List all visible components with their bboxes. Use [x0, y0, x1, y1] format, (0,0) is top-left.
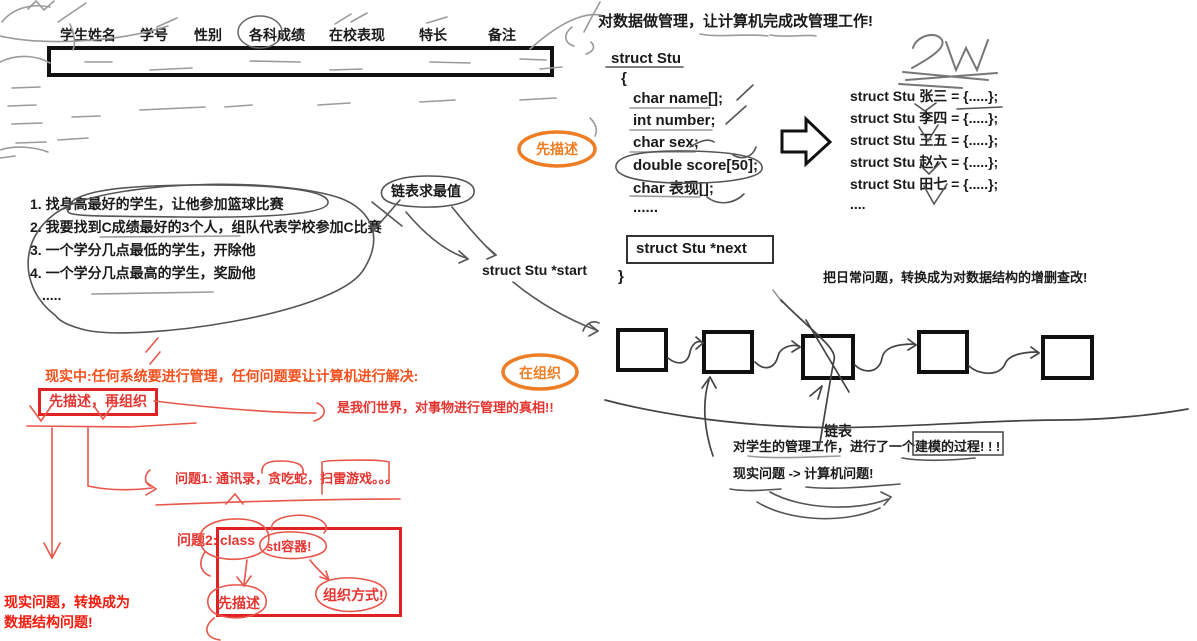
stage-label-describe: 先描述	[536, 141, 578, 157]
problem-item: 1. 找身高最好的学生，让他参加篮球比赛	[30, 196, 284, 212]
table-header-name: 学生姓名	[60, 27, 116, 43]
principle-box: 先描述，再组织	[38, 388, 158, 416]
struct-field-sex: char sex;	[633, 134, 699, 151]
truth-note: 是我们世界，对事物进行管理的真相!!	[337, 400, 554, 415]
modeling-note-1: 对学生的管理工作，进行了一个建模的过程! ! !	[733, 439, 1001, 454]
orange-stage-ellipses	[501, 130, 597, 391]
table-row-rect	[47, 46, 554, 77]
struct-field-ellipsis: ......	[633, 199, 659, 216]
reality-note: 现实中:任何系统要进行管理，任何问题要让计算机进行解决:	[45, 368, 419, 384]
bottom-red-note-2: 数据结构问题!	[4, 614, 93, 630]
struct-next-pointer: struct Stu *next	[636, 240, 747, 257]
question2-describe: 先描述	[218, 595, 260, 611]
linked-list-node	[1041, 335, 1094, 380]
top-note: 对数据做管理，让计算机完成改管理工作!	[598, 13, 873, 30]
start-to-node-curve	[512, 281, 597, 331]
struct-open-brace: {	[621, 70, 627, 87]
stage-label-organize: 在组织	[519, 365, 561, 381]
problem-item: 4. 一个学分几点最高的学生，奖励他	[30, 265, 256, 281]
linked-list-node	[917, 330, 969, 374]
question2-stl: stl容器!	[266, 539, 312, 554]
struct-heading: struct Stu	[611, 50, 682, 67]
struct-field-conduct: char 表现[];	[633, 180, 714, 197]
problem-item: 3. 一个学分几点最低的学生，开除他	[30, 242, 256, 258]
linked-list-node	[801, 334, 855, 380]
start-pointer-label: struct Stu *start	[482, 262, 588, 278]
principle-text: 先描述，再组织	[49, 393, 147, 409]
instance-line: struct Stu 赵六 = {.....};	[850, 154, 999, 170]
linked-list-connectors	[604, 299, 1189, 457]
table-header-remark: 备注	[488, 27, 516, 43]
instance-line: struct Stu 张三 = {.....};	[850, 88, 999, 104]
linked-list-node	[702, 330, 754, 374]
struct-field-number: int number;	[633, 112, 716, 129]
instance-more: ....	[850, 196, 866, 212]
problem-more: .....	[42, 287, 62, 303]
instance-line: struct Stu 李四 = {.....};	[850, 110, 999, 126]
struct-close-brace: }	[618, 268, 624, 285]
linked-list-label: 链表	[824, 423, 852, 439]
crud-note: 把日常问题，转换成为对数据结构的增删查改!	[823, 270, 1088, 285]
struct-field-score: double score[50];	[633, 157, 759, 174]
question2-organize: 组织方式!	[323, 587, 384, 603]
linked-list-nodes	[616, 328, 1094, 380]
linked-list-node	[616, 328, 668, 372]
table-header-talent: 特长	[419, 27, 447, 43]
list-max-label: 链表求最值	[391, 183, 461, 199]
question2-label: 问题2:	[177, 532, 218, 548]
table-header-sex: 性别	[194, 27, 222, 43]
question2-class: class	[220, 532, 256, 548]
handwriting-2w	[898, 33, 998, 89]
big-right-arrow-icon	[780, 115, 833, 168]
bottom-red-note-1: 现实问题，转换成为	[4, 594, 130, 610]
instance-line: struct Stu 田七 = {.....};	[850, 176, 999, 192]
problem-item: 2. 我要找到C成绩最好的3个人，组队代表学校参加C比赛	[30, 219, 382, 235]
table-header-id: 学号	[140, 27, 168, 43]
modeling-note-2: 现实问题 -> 计算机问题!	[733, 466, 874, 481]
table-header-scores: 各科成绩	[249, 27, 305, 43]
instance-line: struct Stu 王五 = {.....};	[850, 132, 999, 148]
question1-note: 问题1: 通讯录，贪吃蛇，扫雷游戏。。。	[175, 471, 399, 486]
struct-field-name: char name[];	[633, 90, 724, 107]
table-header-conduct: 在校表现	[329, 27, 385, 43]
